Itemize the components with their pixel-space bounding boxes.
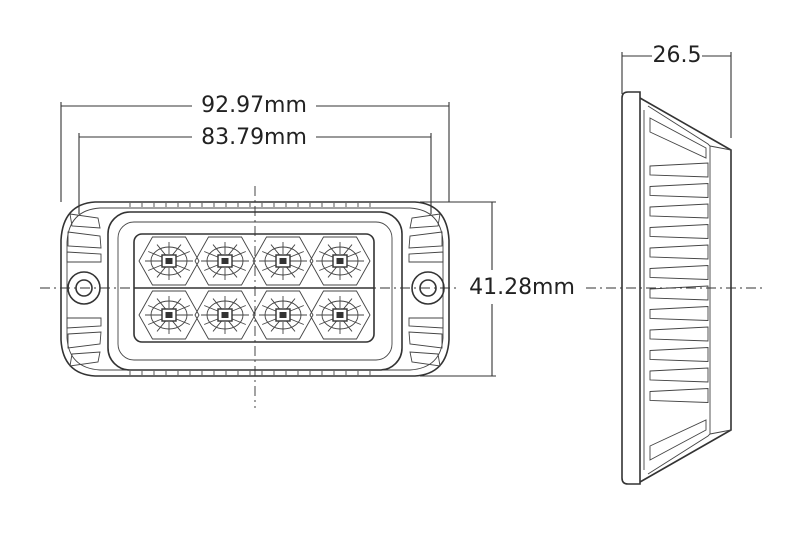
side-body [639,97,732,483]
side-fin [649,224,709,239]
side-body-inner [647,105,711,475]
side-fin [649,244,709,260]
left-fins [66,213,102,367]
led-cell [194,236,256,286]
led-cell [138,236,200,286]
outer-housing [60,201,450,377]
led-cell [194,290,256,340]
side-fin-top [649,117,707,159]
side-flange [621,91,641,485]
front-view [40,186,458,408]
side-fins [649,117,709,461]
height-label: 41.28mm [469,275,575,300]
side-fin [649,367,709,383]
led-cell [252,236,314,286]
overall-width-label: 92.97mm [201,93,307,118]
side-view [586,91,762,485]
side-fin [649,347,709,362]
side-fin [649,285,709,301]
side-fin [649,326,709,342]
side-fin [649,183,709,198]
led-cell [309,290,371,340]
led-cell [309,236,371,286]
edge-ticks [129,203,371,375]
led-cell [138,290,200,340]
dimension-depth: 26.5 [621,43,732,138]
side-fin [649,162,709,178]
side-fin [649,306,709,321]
dimension-inner-width: 83.79mm [78,125,432,214]
side-fin [649,265,709,280]
side-fin [649,388,709,403]
side-fin [649,203,709,219]
right-fins [408,213,444,367]
side-fin-bottom [649,419,707,461]
dimension-height: 41.28mm [420,201,575,377]
inner-width-label: 83.79mm [201,125,307,150]
led-array [138,236,371,340]
dimension-overall-width: 92.97mm [60,93,450,202]
depth-label: 26.5 [653,43,702,68]
led-cell [252,290,314,340]
